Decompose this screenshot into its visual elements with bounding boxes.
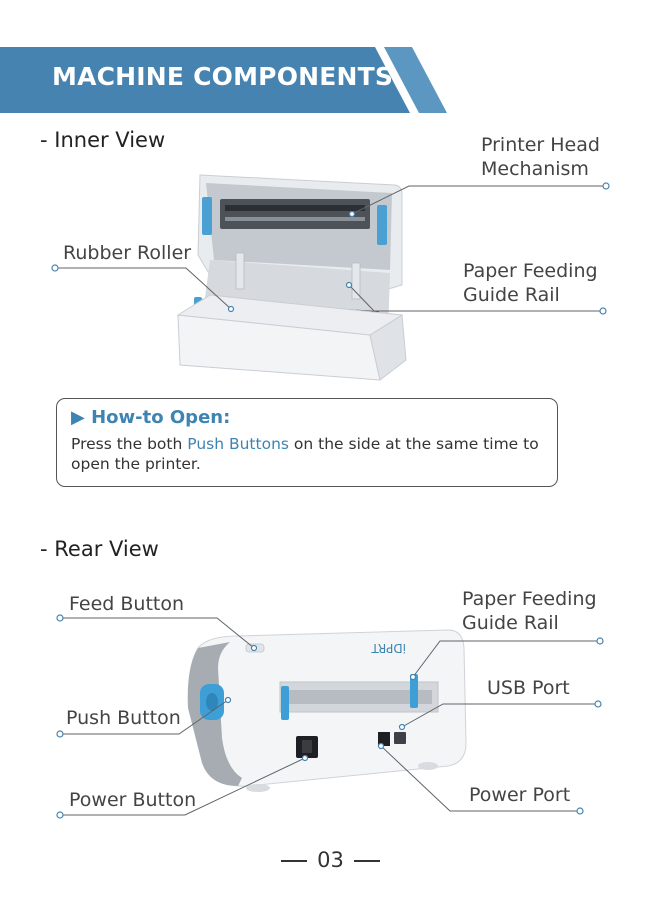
inner-view-printer-image	[176, 174, 407, 381]
label-feed-button: Feed Button	[69, 593, 185, 615]
page-number-dash-right	[353, 860, 380, 862]
rear-view-heading: - Rear View	[40, 537, 159, 561]
push-buttons-highlight: Push Buttons	[187, 435, 289, 453]
label-printer-head: Printer Head Mechanism	[481, 134, 600, 180]
brand-logo: iDPRT	[371, 641, 406, 655]
label-power-port: Power Port	[469, 784, 571, 806]
rear-view-printer-image: iDPRT	[187, 629, 467, 792]
page-number-dash-left	[281, 860, 308, 862]
label-paper-guide-inner: Paper Feeding Guide Rail	[463, 260, 598, 306]
label-paper-guide-rear: Paper Feeding Guide Rail	[462, 588, 597, 634]
label-power-button: Power Button	[69, 789, 197, 811]
page-title: MACHINE COMPONENTS	[52, 62, 394, 91]
label-usb-port: USB Port	[487, 677, 570, 699]
page-number: 03	[0, 848, 661, 872]
label-push-button: Push Button	[66, 707, 181, 729]
inner-view-heading: - Inner View	[40, 128, 166, 152]
label-rubber-roller: Rubber Roller	[63, 242, 192, 264]
howto-title: ▶ How-to Open:	[71, 407, 231, 428]
howto-text: Press the both Push Buttons on the side …	[71, 435, 539, 473]
header-banner	[0, 47, 447, 113]
howto-box: ▶ How-to Open: Press the both Push Butto…	[56, 398, 558, 487]
